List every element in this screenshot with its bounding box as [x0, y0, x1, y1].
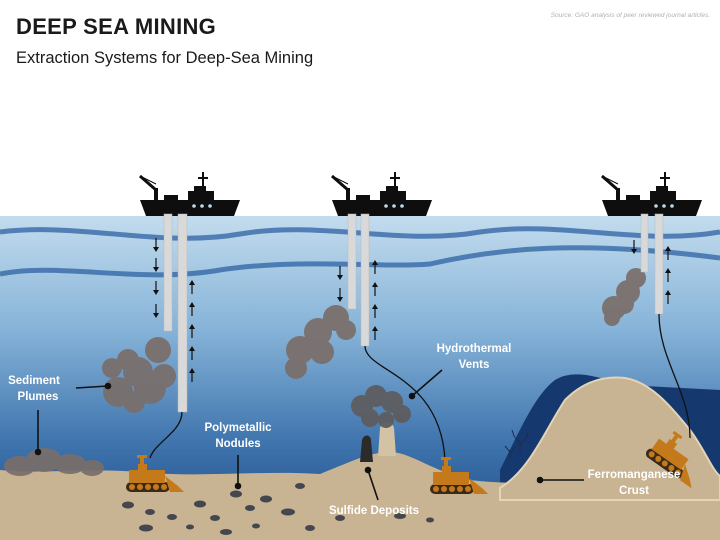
sediment-plume-right	[602, 268, 646, 326]
label-leaders	[34, 369, 584, 501]
page-subtitle: Extraction Systems for Deep-Sea Mining	[16, 49, 314, 67]
mining-ship-2	[330, 170, 434, 218]
current-wave-1	[0, 226, 720, 241]
cable-1	[149, 411, 183, 459]
sulfide-deposits-label: Sulfide Deposits	[329, 505, 419, 517]
seafloor	[0, 452, 720, 540]
sediment-plumes-label-line-2: Plumes	[18, 391, 59, 403]
ferromanganese-crust-label-line-2: Crust	[619, 485, 649, 497]
hydrothermal-vents-label-line-1: Hydrothermal	[437, 343, 512, 355]
sediment-plume-middle	[285, 305, 356, 379]
cable-3	[658, 313, 691, 439]
sediment-plumes-label-line-1: Sediment	[8, 375, 60, 387]
black-smoker	[360, 435, 373, 462]
sediment-plume-bottom	[4, 448, 104, 476]
source-note: Source: GAO analysis of peer reviewed jo…	[550, 12, 710, 19]
coral	[504, 429, 530, 458]
hydrothermal-vents-label-line-2: Vents	[459, 359, 490, 371]
sediment-plume-left	[102, 337, 176, 413]
vent-chimney	[378, 422, 396, 456]
nodules	[122, 483, 434, 535]
mining-ship-3	[600, 170, 704, 218]
sulfide-mound	[330, 455, 420, 478]
ferromanganese-crust-label-line-1: Ferromanganese	[588, 469, 681, 481]
vent-smoke	[351, 385, 411, 428]
polymetallic-nodules-label-line-2: Nodules	[215, 438, 260, 450]
cable-2	[364, 345, 446, 461]
page-title: DEEP SEA MINING	[16, 14, 217, 39]
polymetallic-nodules-label-line-1: Polymetallic	[204, 422, 272, 434]
mining-ship-1	[138, 170, 242, 218]
